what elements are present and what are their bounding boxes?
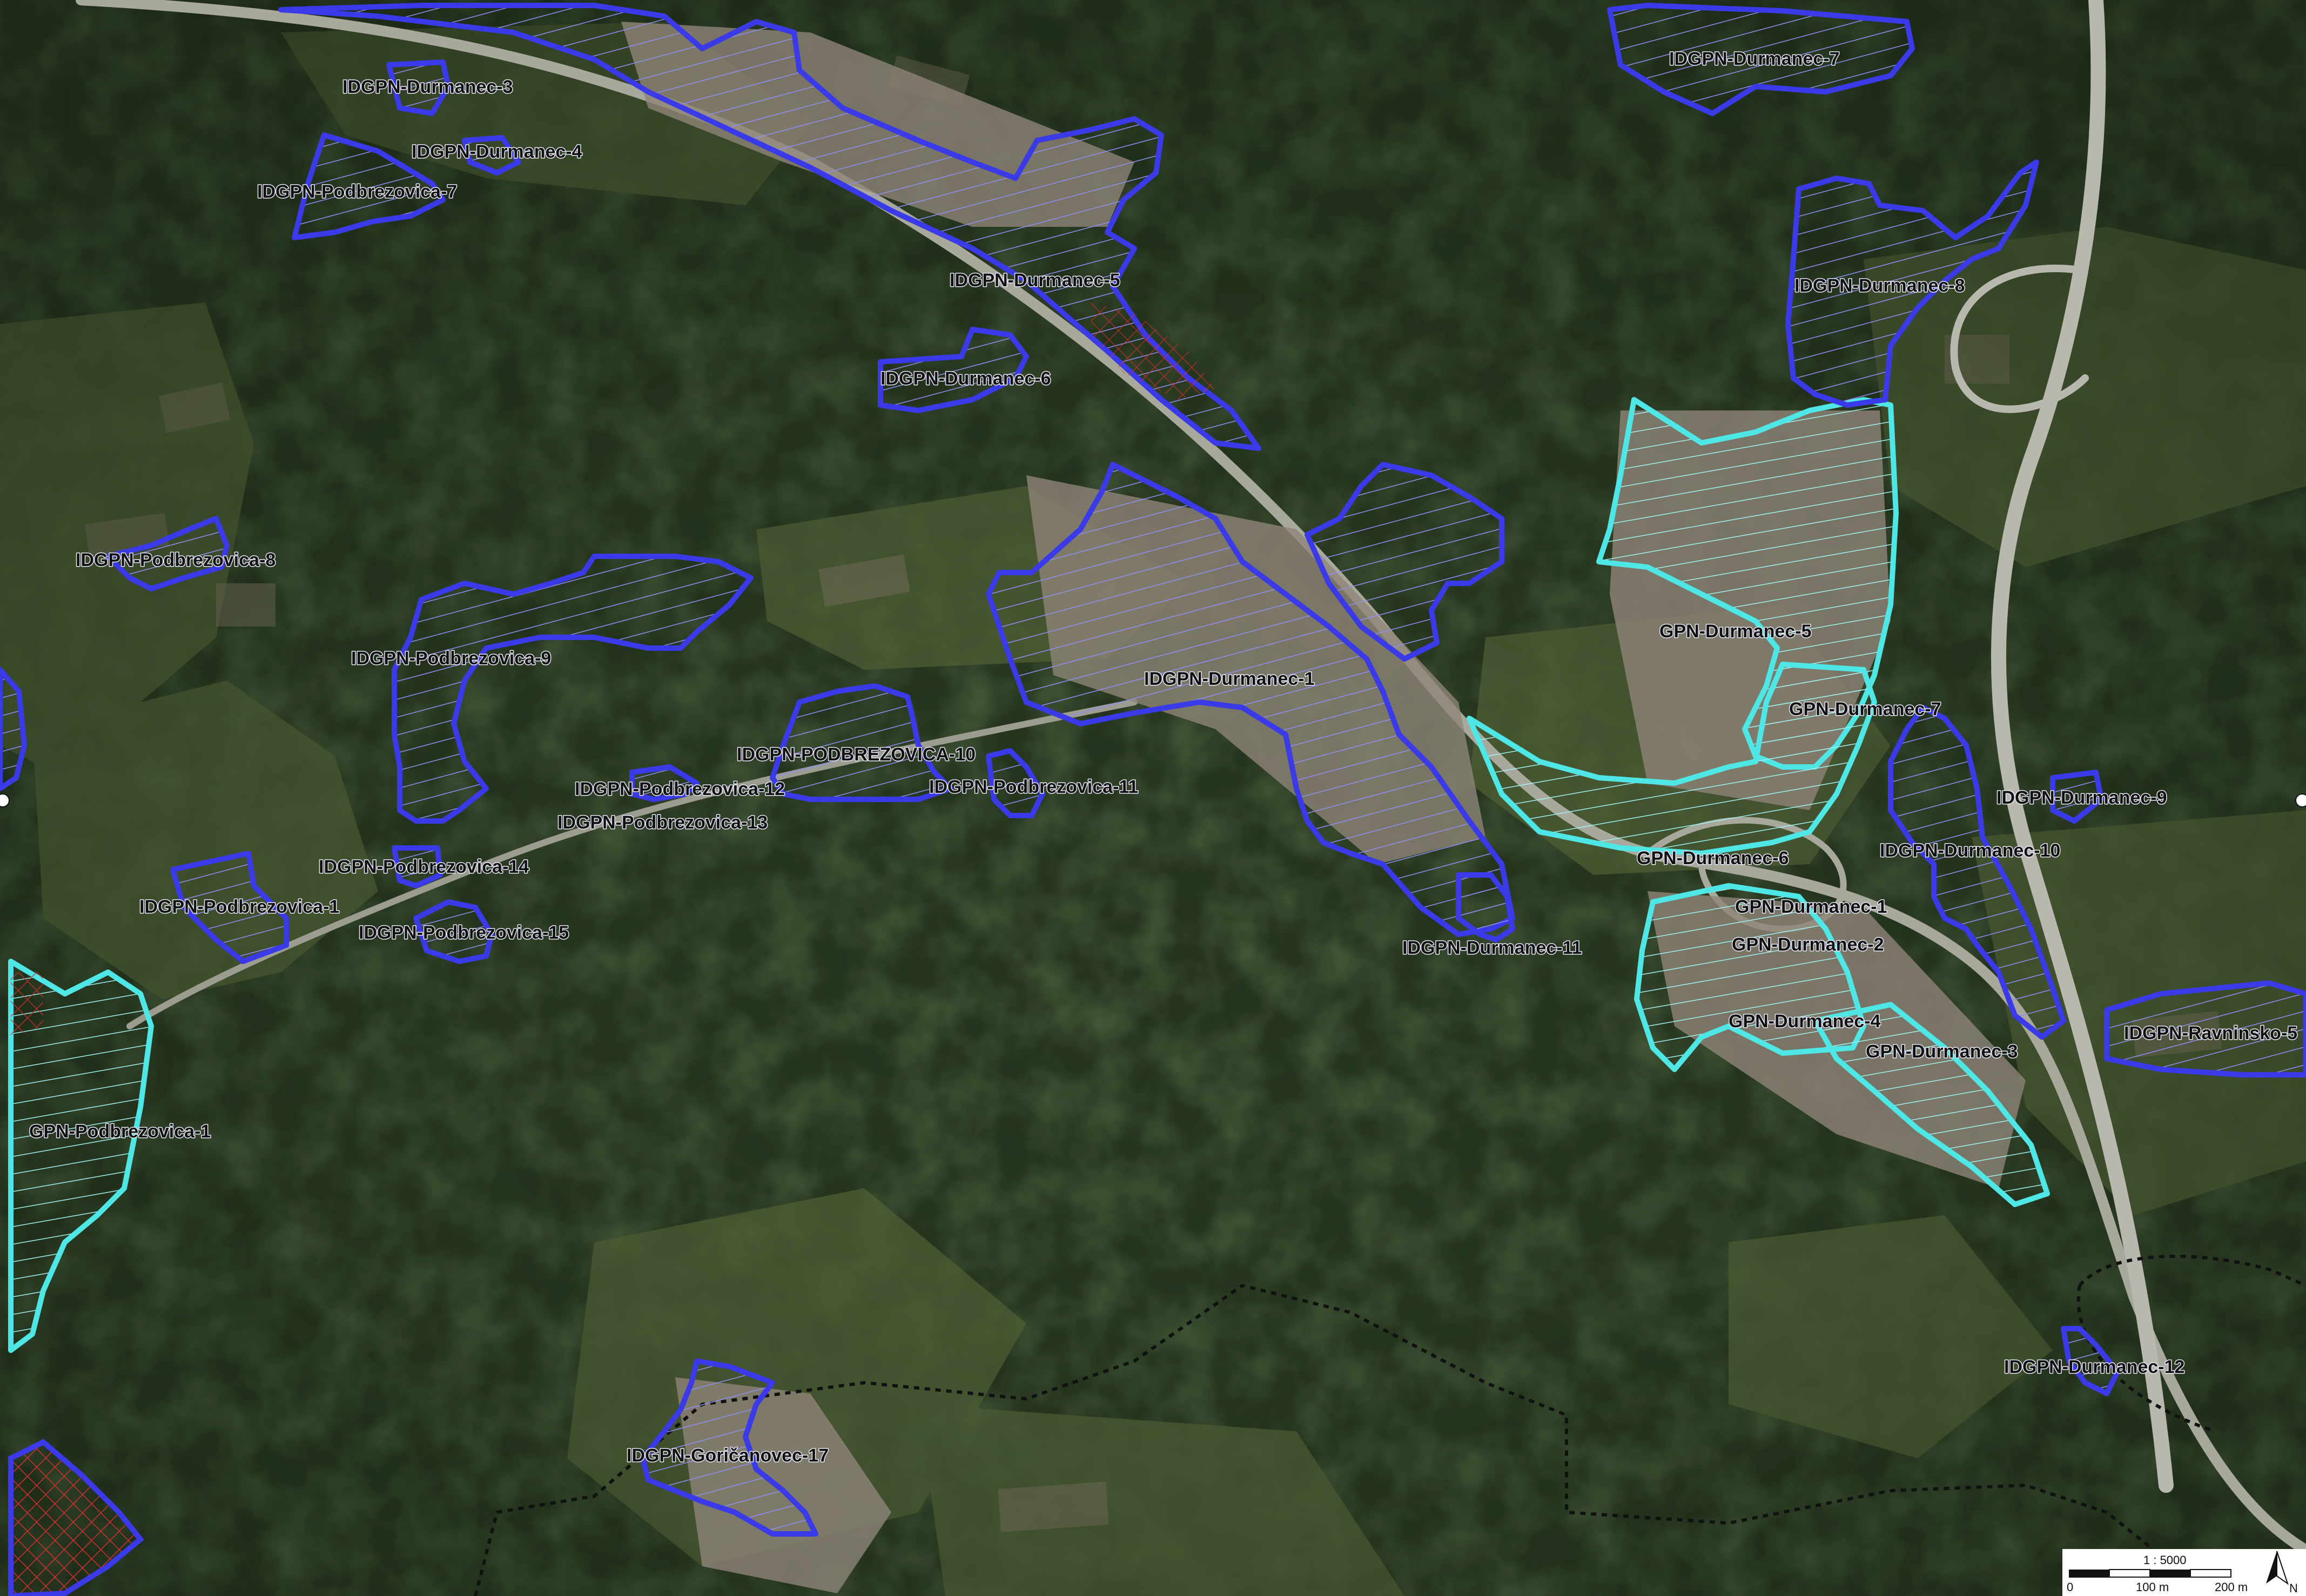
idgpn-durmanec-11-zone [1456,872,1515,942]
idgpn-durmanec-6-zone [878,327,1029,413]
label-idgpn-ravninsko-5: IDGPN-Ravninsko-5 [2124,1023,2297,1043]
idgpn-durmanec-10-zone [1888,705,2066,1040]
label-idgpn-podbrezovica-14: IDGPN-Podbrezovica-14 [319,857,529,877]
label-idgpn-podbrezovica-9: IDGPN-Podbrezovica-9 [351,648,551,669]
label-gpn-podbrezovica-1: GPN-Podbrezovica-1 [29,1121,211,1142]
label-idgpn-durmanec-9: IDGPN-Durmanec-9 [1996,787,2167,808]
label-idgpn-durmanec-8: IDGPN-Durmanec-8 [1794,275,1965,296]
idgpn-podbrezovica-12-zone [629,764,700,802]
idgpn-durmanec-12-zone [2061,1326,2120,1396]
label-idgpn-durmanec-11: IDGPN-Durmanec-11 [1402,938,1582,958]
idgpn-podbrezovica-11-zone [986,748,1045,818]
label-idgpn-durmanec-3: IDGPN-Durmanec-3 [342,77,513,97]
idgpn-zones [0,3,2306,1537]
gpn-zones [8,397,2050,1353]
zone-labels: IDGPN-Durmanec-3 IDGPN-Durmanec-4 IDGPN-… [29,48,2298,1467]
label-idgpn-podbrezovica-13: IDGPN-Podbrezovica-13 [557,812,768,833]
north-label: N [2289,1581,2298,1595]
label-idgpn-durmanec-10: IDGPN-Durmanec-10 [1880,840,2060,861]
gpn-durmanec-3-zone [1812,1002,2050,1207]
label-idgpn-podbrezovica-1: IDGPN-Podbrezovica-1 [139,897,339,917]
label-gpn-durmanec-2: GPN-Durmanec-2 [1732,934,1884,955]
idgpn-podbrezovica-15-zone [413,899,494,964]
red-zone-west [11,972,43,1037]
edge-marker-left [0,793,10,807]
gpn-durmanec-2-zone [1634,883,1866,1072]
label-gpn-durmanec-7: GPN-Durmanec-7 [1789,699,1941,719]
scale-tick-end: 200 m [2215,1580,2248,1594]
label-idgpn-podbrezovica-11: IDGPN-Podbrezovica-11 [929,777,1138,797]
north-arrow-icon [2266,1551,2289,1585]
idgpn-goricanovec-17-zone [640,1358,818,1537]
idgpn-durmanec-9-zone [2050,770,2104,824]
label-idgpn-podbrezovica-12: IDGPN-Podbrezovica-12 [575,779,785,799]
label-idgpn-podbrezovica-8: IDGPN-Podbrezovica-8 [76,550,275,570]
label-idgpn-durmanec-6: IDGPN-Durmanec-6 [880,368,1051,389]
label-idgpn-podbrezovica-7: IDGPN-Podbrezovica-7 [257,181,457,202]
label-idgpn-durmanec-1: IDGPN-Durmanec-1 [1144,669,1315,689]
idgpn-podbrezovica-8-zone [105,516,230,591]
scale-ratio: 1 : 5000 [2143,1553,2187,1567]
red-zone-southwest [8,1439,144,1596]
label-gpn-durmanec-1: GPN-Durmanec-1 [1735,897,1887,917]
idgpn-podbrezovica-1-zone [170,851,289,964]
label-gpn-durmanec-5: GPN-Durmanec-5 [1659,621,1812,642]
label-idgpn-goricanovec-17: IDGPN-Goričanovec-17 [627,1445,829,1466]
label-idgpn-podbrezovica-10: IDGPN-PODBREZOVICA-10 [737,744,976,765]
label-gpn-durmanec-3: GPN-Durmanec-3 [1866,1041,2018,1062]
scale-tick-mid: 100 m [2136,1580,2169,1594]
label-idgpn-durmanec-12: IDGPN-Durmanec-12 [2004,1357,2184,1377]
idgpn-west-edge-zone [0,667,27,791]
idgpn-durmanec-5-zone [278,3,1261,451]
highway-ramp [1950,264,2089,413]
highway [1991,0,2174,1493]
label-gpn-durmanec-4: GPN-Durmanec-4 [1729,1011,1881,1032]
idgpn-podbrezovica-9-zone [392,554,754,824]
idgpn-podbrezovica-10-zone [770,683,953,802]
label-idgpn-durmanec-4: IDGPN-Durmanec-4 [412,142,582,162]
idgpn-podbrezovica-7-zone [292,132,446,240]
label-idgpn-durmanec-7: IDGPN-Durmanec-7 [1669,49,1840,69]
idgpn-durmanec-3-zone [386,59,451,116]
idgpn-durmanec-4-zone [462,135,521,176]
scale-bar: 1 : 5000 0 100 m 200 m N [2062,1549,2306,1596]
gpn-durmanec-6-zone [1467,662,1877,856]
idgpn-podbrezovica-14-zone [392,845,443,888]
idgpn-durmanec-1-east-zone [1305,462,1504,662]
edge-markers [0,793,2306,807]
edge-marker-right [2295,793,2306,807]
red-hatched-zones [8,302,1215,1596]
idgpn-durmanec-7-zone [1607,3,1915,116]
label-gpn-durmanec-6: GPN-Durmanec-6 [1637,848,1789,868]
idgpn-ravninsko-5-zone [2104,980,2306,1078]
idgpn-durmanec-8-zone [1785,159,2039,408]
idgpn-durmanec-1-zone [986,462,1515,937]
label-idgpn-podbrezovica-15: IDGPN-Podbrezovica-15 [359,922,569,943]
scale-tick-start: 0 [2067,1580,2073,1594]
red-zone-center [1091,302,1215,400]
label-idgpn-durmanec-5: IDGPN-Durmanec-5 [950,270,1120,291]
gpn-podbrezovica-1-zone [8,959,154,1353]
